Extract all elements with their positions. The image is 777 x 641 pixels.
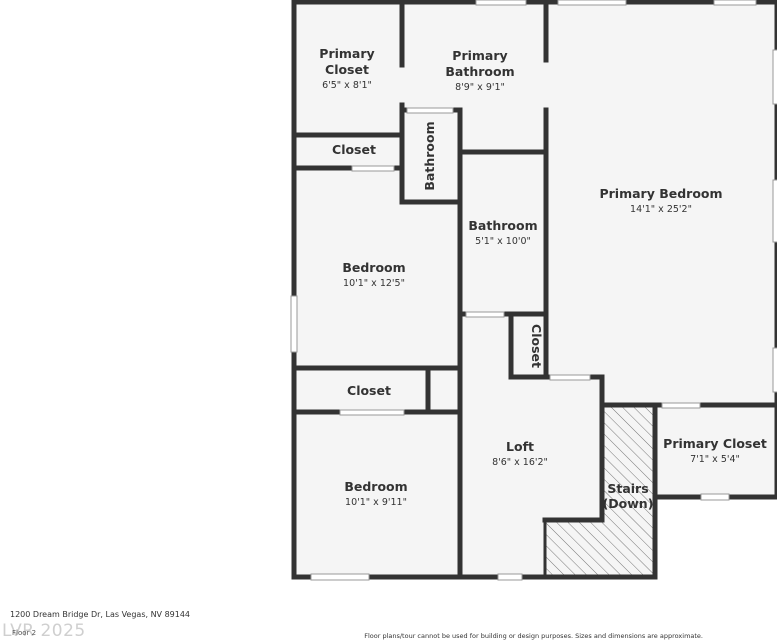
room-name: Closet (529, 324, 544, 368)
mls-watermark: LVR 2025 (2, 621, 86, 641)
room-name: Bathroom (422, 121, 437, 190)
room-name: Closet (347, 383, 391, 398)
room-primary-bathroom: Primary Bathroom 8'9" x 9'1" (445, 48, 514, 93)
floor-area (294, 2, 776, 577)
room-bedroom-2: Bedroom 10'1" x 9'11" (344, 479, 407, 508)
room-closet-a: Closet (332, 142, 376, 157)
windows (290, 0, 777, 581)
room-name-line2: (Down) (603, 496, 654, 511)
room-loft: Loft 8'6" x 16'2" (492, 439, 548, 468)
room-primary-bedroom: Primary Bedroom 14'1" x 25'2" (599, 186, 722, 215)
room-bedroom-1: Bedroom 10'1" x 12'5" (342, 260, 405, 289)
room-name: Closet (332, 142, 376, 157)
room-dimensions: 10'1" x 12'5" (343, 278, 405, 289)
room-bathroom-small: Bathroom (422, 121, 437, 190)
room-name-line1: Stairs (607, 481, 648, 496)
floor-indicator: Floor 2 (12, 629, 37, 637)
room-dimensions: 10'1" x 9'11" (345, 497, 407, 508)
room-name-line2: Bathroom (445, 64, 514, 79)
room-dimensions: 14'1" x 25'2" (630, 204, 692, 215)
property-address: 1200 Dream Bridge Dr, Las Vegas, NV 8914… (10, 610, 191, 619)
room-dimensions: 8'6" x 16'2" (492, 457, 548, 468)
stairs-hatch (545, 405, 655, 577)
room-name: Bedroom (342, 260, 405, 275)
disclaimer-text: Floor plans/tour cannot be used for buil… (364, 632, 703, 640)
room-stairs: Stairs (Down) (603, 481, 654, 511)
room-primary-closet-top: Primary Closet 6'5" x 8'1" (319, 46, 374, 91)
room-closet-c: Closet (529, 324, 544, 368)
room-dimensions: 6'5" x 8'1" (322, 80, 372, 91)
room-name: Primary Bedroom (599, 186, 722, 201)
room-name-line2: Closet (325, 62, 369, 77)
room-dimensions: 7'1" x 5'4" (690, 454, 740, 465)
room-name: Bedroom (344, 479, 407, 494)
room-name-line1: Primary (452, 48, 507, 63)
room-primary-closet-bottom: Primary Closet 7'1" x 5'4" (663, 436, 767, 465)
room-bathroom: Bathroom 5'1" x 10'0" (468, 218, 537, 247)
room-name: Primary Closet (663, 436, 767, 451)
room-name: Bathroom (468, 218, 537, 233)
room-dimensions: 8'9" x 9'1" (455, 82, 505, 93)
room-closet-b: Closet (347, 383, 391, 398)
room-name: Loft (506, 439, 534, 454)
room-dimensions: 5'1" x 10'0" (475, 236, 531, 247)
room-name-line1: Primary (319, 46, 374, 61)
